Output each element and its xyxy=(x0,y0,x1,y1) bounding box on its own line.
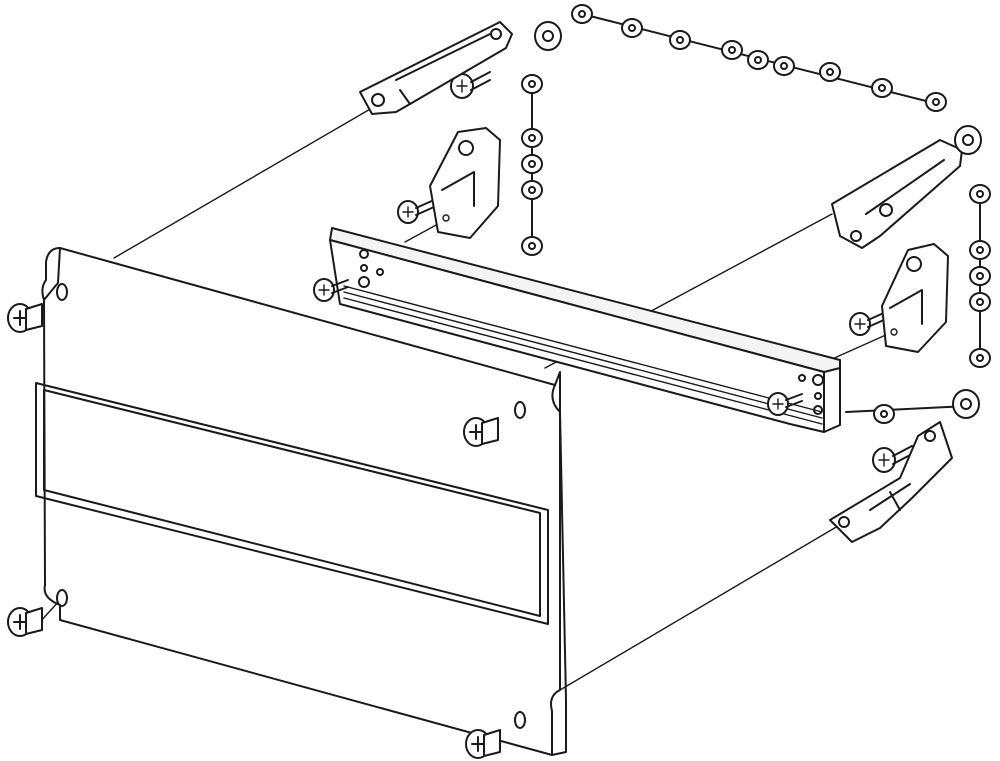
thumb-screw-top-right xyxy=(463,417,499,447)
screw-rail-left xyxy=(313,278,349,302)
spacer-right-lower xyxy=(952,389,980,419)
top-left-hinge xyxy=(359,21,513,115)
left-bracket xyxy=(429,127,501,239)
spacer-top xyxy=(534,21,562,51)
screw-bottom-hinge xyxy=(872,445,913,473)
bottom-right-hinge xyxy=(829,421,953,543)
front-panel xyxy=(41,247,567,756)
spacer-right-upper xyxy=(954,125,982,155)
thumb-screw-bottom-left xyxy=(7,607,43,637)
screw-rail-right xyxy=(767,392,803,416)
display-window xyxy=(35,382,549,625)
thumb-screw-top-left xyxy=(7,303,43,333)
strap-right-vertical xyxy=(969,184,991,368)
panel-mounting-holes xyxy=(56,283,526,729)
screw-left-bracket xyxy=(397,199,435,224)
screw-right-bracket xyxy=(849,311,887,336)
thumb-screw-bottom-right xyxy=(465,729,501,759)
strap-left-vertical xyxy=(521,74,543,256)
mounting-rail xyxy=(329,227,841,433)
strap-top-long xyxy=(571,4,947,112)
right-bracket xyxy=(881,243,949,353)
top-right-hinge xyxy=(831,139,963,249)
